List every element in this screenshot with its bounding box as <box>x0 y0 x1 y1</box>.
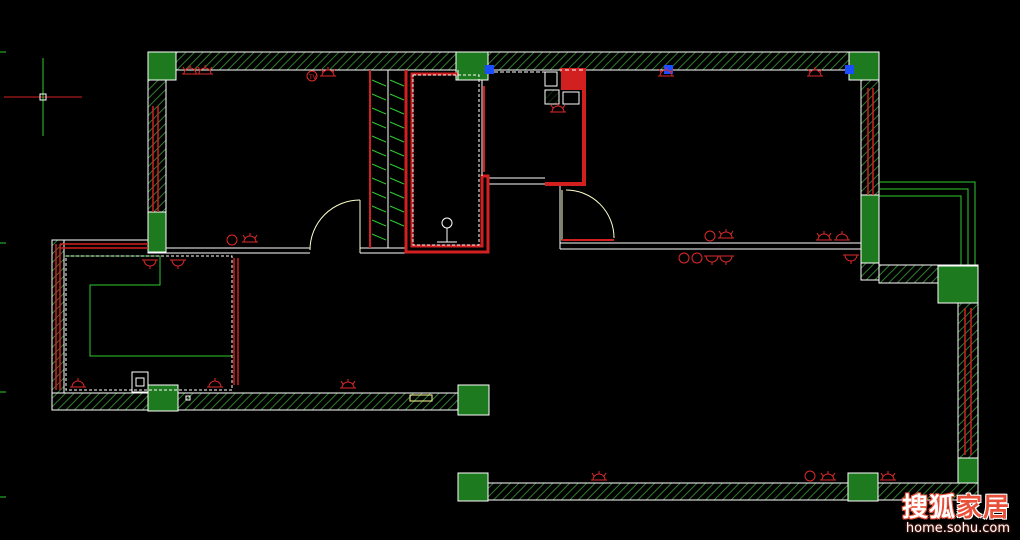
svg-text:TV: TV <box>308 74 318 81</box>
windows <box>55 88 972 455</box>
interior-walls <box>166 177 861 254</box>
sohu-watermark-logo: 搜狐家居 home.sohu.com <box>902 494 1010 536</box>
ruler-ticks <box>0 51 6 498</box>
staircase <box>369 69 407 249</box>
watermark-url: home.sohu.com <box>905 521 1010 536</box>
balcony-outline <box>879 181 976 268</box>
watermark-brand-part1: 搜狐 <box>901 493 956 523</box>
doors <box>309 189 615 253</box>
kitchen-room <box>488 68 586 186</box>
electrical-symbols: TV <box>70 65 896 482</box>
blue-markers <box>485 65 854 74</box>
shower-fixture-icon <box>437 217 457 243</box>
structural-columns <box>147 51 979 502</box>
wall-group <box>51 51 979 501</box>
watermark-brand-part2: 家居 <box>955 493 1010 523</box>
top-wall <box>147 51 879 71</box>
left-wall-lower <box>51 239 65 394</box>
cad-crosshair-cursor <box>4 58 82 136</box>
bottom-wall-right <box>457 482 979 501</box>
bathroom-room <box>404 70 490 254</box>
bedroom-lower-left <box>64 255 433 402</box>
